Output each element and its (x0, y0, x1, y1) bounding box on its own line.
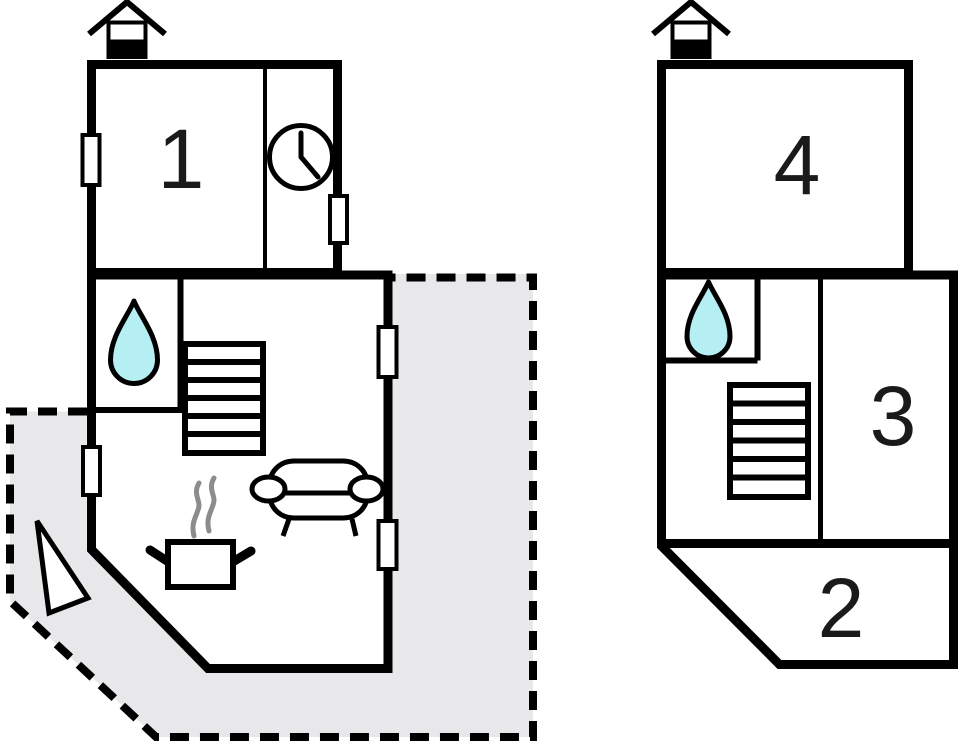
steam-icon (190, 475, 217, 539)
stairs-icon (727, 382, 811, 500)
room-label-3: 3 (870, 369, 917, 463)
water-drop-icon (108, 298, 160, 386)
terrace-dashed-outline (5, 273, 537, 741)
water-drop-icon (684, 279, 733, 361)
room-label-4: 4 (774, 118, 821, 212)
window (376, 519, 399, 571)
window (81, 445, 102, 497)
chimney-icon (87, 0, 167, 59)
sofa-icon (249, 458, 386, 537)
window (80, 133, 102, 187)
clock-icon (267, 123, 335, 191)
chimney-icon (651, 0, 731, 59)
window (328, 194, 349, 245)
window (376, 325, 399, 379)
terrace-triangle-icon (34, 519, 92, 617)
room-label-2: 2 (818, 561, 865, 655)
room-label-1: 1 (158, 112, 205, 206)
ground-floor-room1-section (87, 60, 342, 277)
stairs-icon (182, 341, 266, 456)
cooking-pot-icon (145, 539, 256, 590)
